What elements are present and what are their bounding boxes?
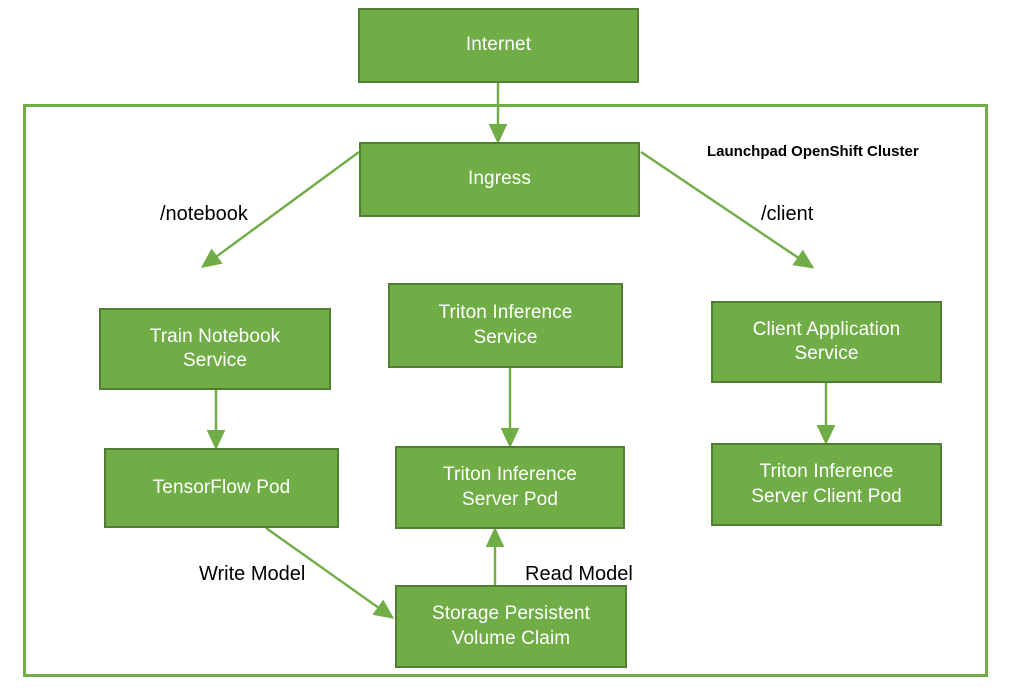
node-client_app_svc[interactable]: Client Application Service — [711, 301, 942, 383]
node-tensorflow_pod[interactable]: TensorFlow Pod — [104, 448, 339, 528]
node-triton_client_pod[interactable]: Triton Inference Server Client Pod — [711, 443, 942, 526]
node-train_nb_svc[interactable]: Train Notebook Service — [99, 308, 331, 390]
node-internet[interactable]: Internet — [358, 8, 639, 83]
edge-label-read-model: Read Model — [525, 563, 633, 585]
edge-label-notebook: /notebook — [160, 203, 248, 225]
node-triton_pod[interactable]: Triton Inference Server Pod — [395, 446, 625, 529]
edge-label-client: /client — [761, 203, 814, 225]
cluster-boundary — [23, 104, 988, 677]
node-storage_pvc[interactable]: Storage Persistent Volume Claim — [395, 585, 627, 668]
edge-label-write-model: Write Model — [199, 563, 306, 585]
cluster-label: Launchpad OpenShift Cluster — [707, 143, 919, 160]
node-ingress[interactable]: Ingress — [359, 142, 640, 217]
node-triton_svc[interactable]: Triton Inference Service — [388, 283, 623, 368]
